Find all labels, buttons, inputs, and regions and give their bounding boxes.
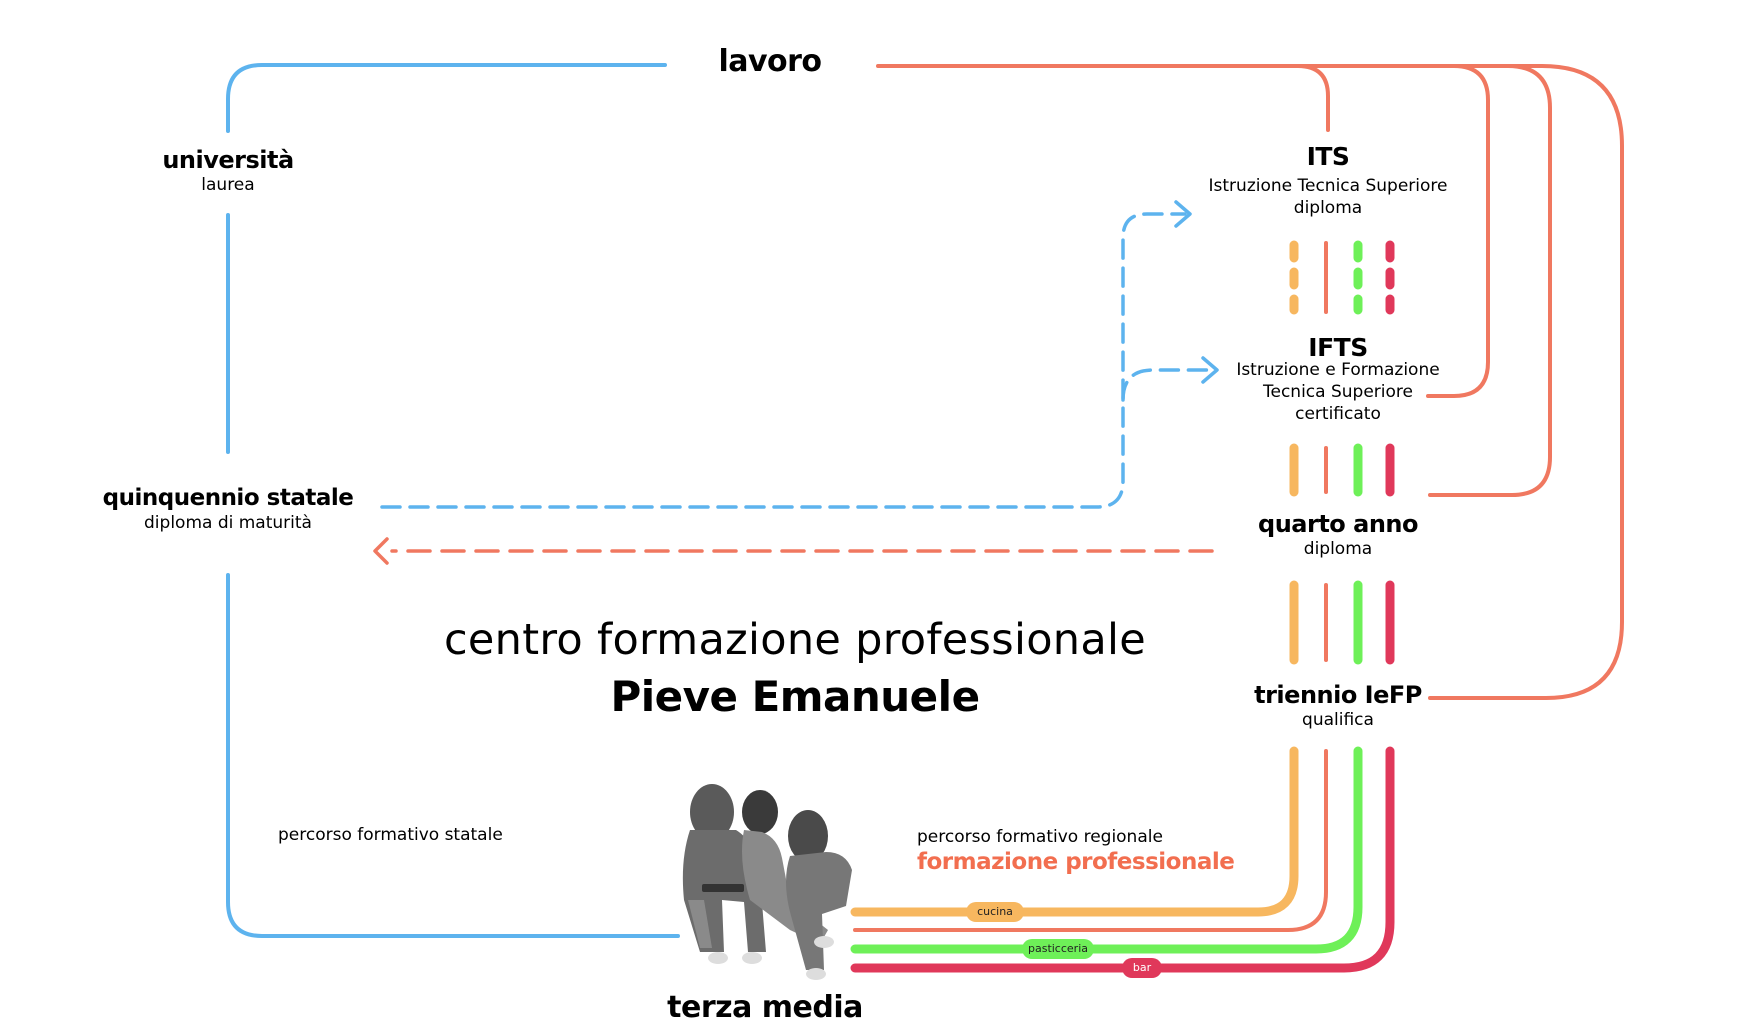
triennio-to-lavoro	[1428, 64, 1624, 700]
its-to-lavoro	[876, 64, 1330, 132]
pasticceria-line	[850, 746, 1363, 954]
node-its-line2: diploma	[1293, 198, 1363, 218]
node-ifts-line3: certificato	[1295, 404, 1381, 424]
node-its-title: ITS	[1306, 142, 1350, 171]
students-photo-icon	[682, 784, 852, 980]
pill-cucina-bg	[966, 902, 1024, 922]
quarto-to-lavoro	[1428, 64, 1552, 497]
node-its-line1: Istruzione Tecnica Superiore	[1208, 176, 1448, 196]
node-triennio-title: triennio IeFP	[1254, 681, 1422, 709]
node-ifts-line1: Istruzione e Formazione	[1236, 360, 1440, 380]
node-ifts-title: IFTS	[1308, 333, 1368, 362]
node-triennio-subtitle: qualifica	[1302, 710, 1374, 730]
node-quarto-anno-subtitle: diploma	[1303, 539, 1373, 559]
label-formazione: formazione professionale	[917, 849, 1235, 875]
pill-cucina: cucina	[977, 905, 1013, 918]
pill-bar: bar	[1132, 961, 1152, 974]
node-universita-subtitle: laurea	[201, 175, 255, 195]
bar-line	[850, 746, 1395, 973]
node-universita-title: università	[162, 146, 294, 174]
node-lavoro-title: lavoro	[718, 44, 822, 79]
arrow-to-its	[1174, 200, 1192, 228]
arrow-to-ifts	[1201, 356, 1219, 384]
node-ifts-line2: Tecnica Superiore	[1263, 382, 1413, 402]
dashed-to-ifts	[1121, 368, 1214, 402]
pill-bar-bg	[1122, 958, 1162, 978]
node-terza-media-title: terza media	[667, 990, 863, 1025]
node-quinquennio-title: quinquennio statale	[102, 485, 354, 511]
center-name: Pieve Emanuele	[610, 672, 980, 721]
pill-pasticceria-bg	[1022, 939, 1094, 959]
center-title: centro formazione professionale	[443, 615, 1147, 665]
salmon-line	[853, 749, 1328, 932]
statale-path-bottom	[226, 573, 680, 938]
label-statale: percorso formativo statale	[278, 825, 503, 845]
node-quarto-anno-title: quarto anno	[1258, 510, 1418, 538]
node-quinquennio-subtitle: diploma di maturità	[144, 513, 312, 533]
pill-pasticceria: pasticceria	[1027, 942, 1088, 955]
dashed-to-its	[380, 212, 1187, 509]
arrow-to-quinquennio	[373, 537, 389, 565]
cucina-line	[850, 746, 1299, 917]
label-regionale: percorso formativo regionale	[917, 827, 1163, 847]
statale-path-top	[226, 63, 667, 133]
